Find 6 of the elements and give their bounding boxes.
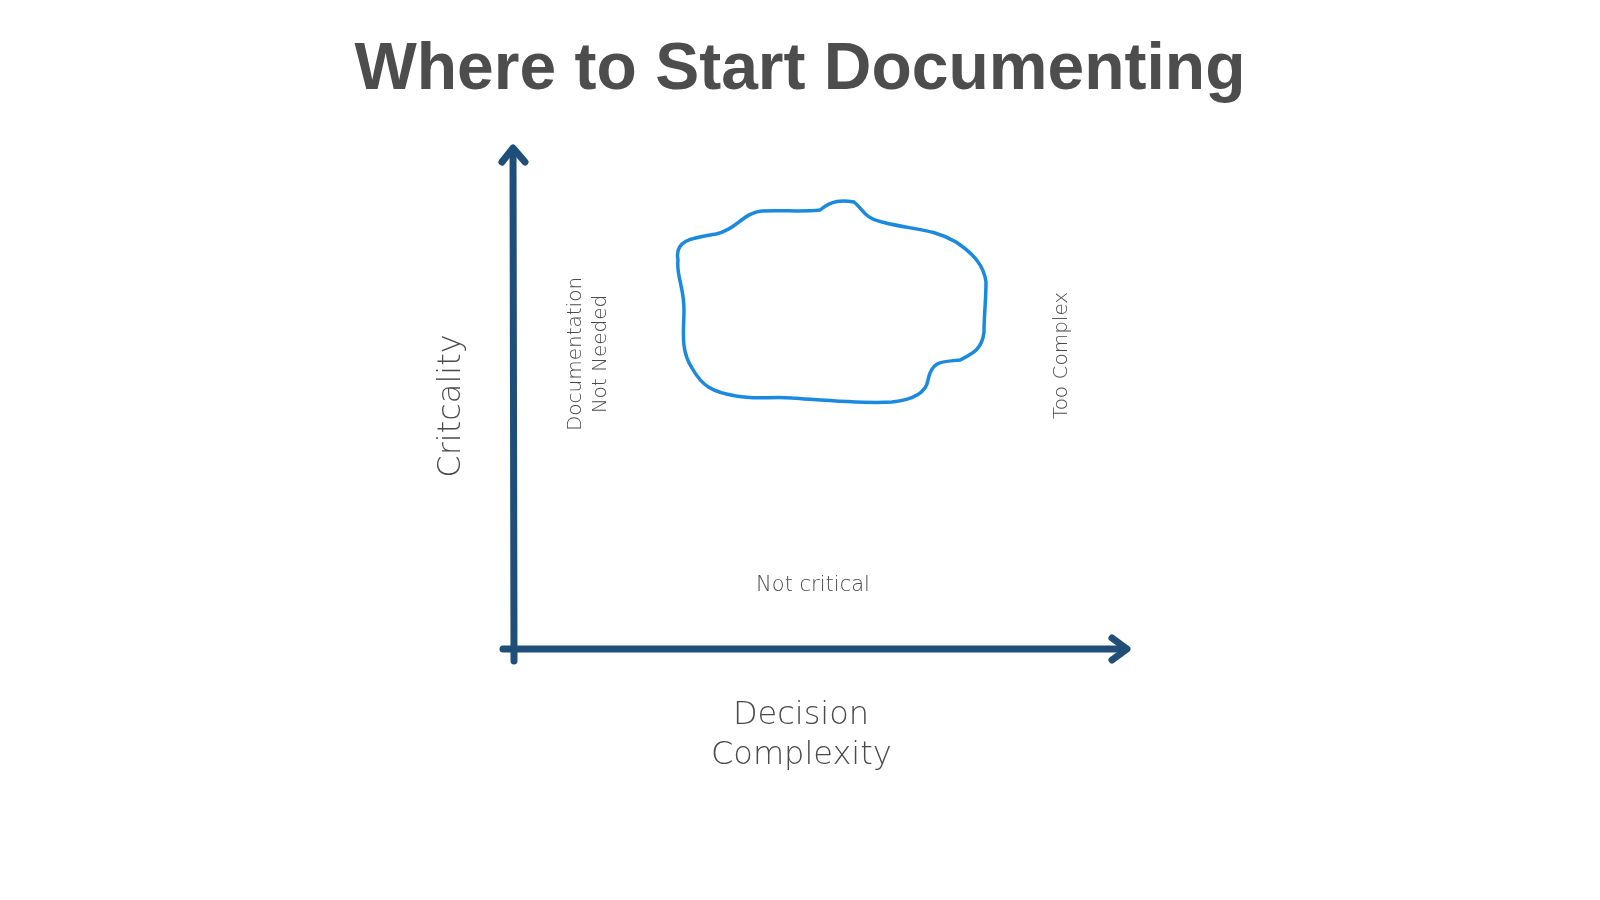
axis-label: Decision Complexity: [711, 693, 891, 773]
title: Where to Start Documenting: [353, 28, 1247, 104]
region-label: Not critical: [756, 570, 870, 598]
region-label: Too Complex: [1048, 291, 1074, 419]
axis-label: Critcality: [429, 334, 469, 478]
region-label: Documentation Not Needed: [562, 275, 612, 434]
